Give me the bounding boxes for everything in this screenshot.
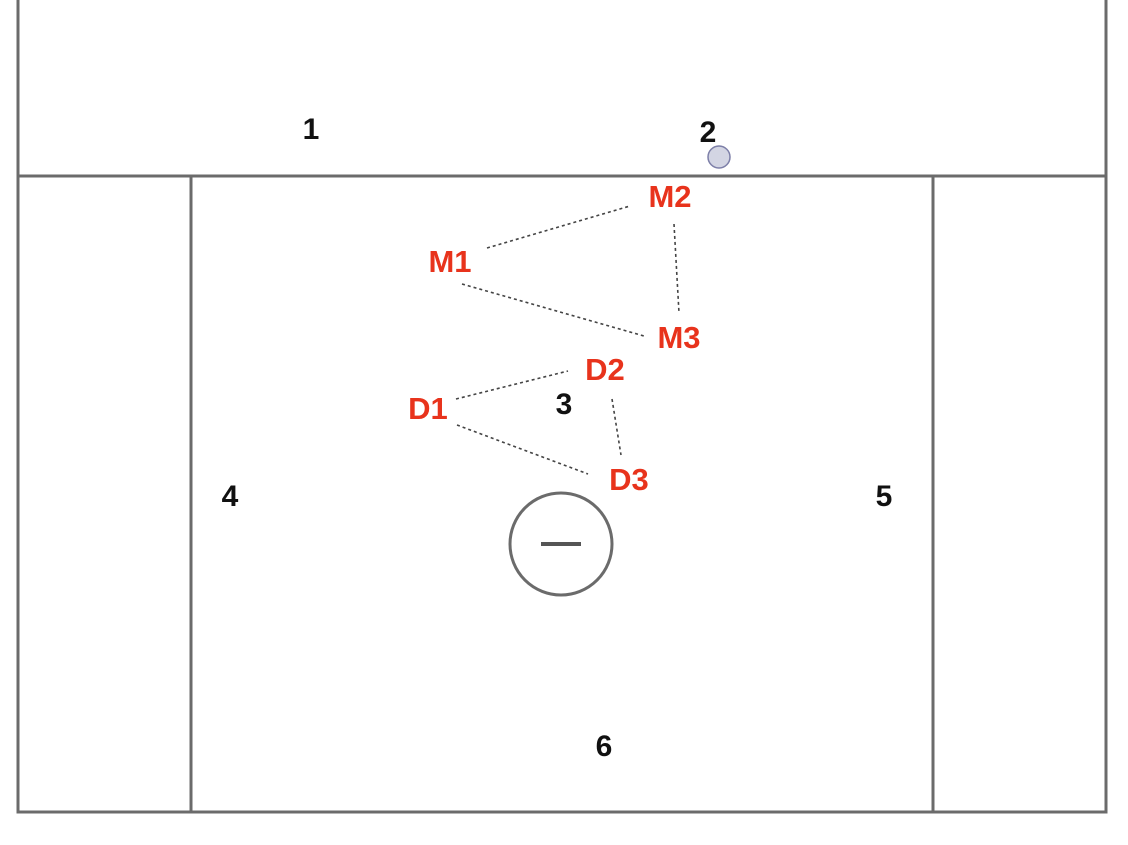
ball-icon bbox=[707, 145, 731, 169]
connection-m2-m3 bbox=[673, 223, 680, 314]
player-label-m2: M2 bbox=[648, 179, 691, 214]
zone-label-3: 3 bbox=[556, 388, 573, 421]
connection-d1-d3 bbox=[456, 424, 589, 475]
zone-label-6: 6 bbox=[596, 730, 613, 763]
connection-m1-m2 bbox=[486, 205, 631, 249]
player-label-m1: M1 bbox=[428, 244, 471, 279]
connection-d1-d2 bbox=[455, 370, 569, 400]
player-label-m3: M3 bbox=[657, 320, 700, 355]
defense-connections bbox=[455, 370, 622, 475]
midfield-connections bbox=[461, 205, 680, 337]
connection-m1-m3 bbox=[461, 283, 645, 337]
goal-crease-icon bbox=[508, 491, 614, 597]
player-label-d2: D2 bbox=[585, 352, 625, 387]
zone-label-4: 4 bbox=[222, 480, 239, 513]
player-label-d3: D3 bbox=[609, 462, 649, 497]
zone-label-5: 5 bbox=[876, 480, 893, 513]
zone-label-1: 1 bbox=[303, 113, 320, 146]
connection-d2-d3 bbox=[611, 398, 622, 456]
player-label-d1: D1 bbox=[408, 391, 448, 426]
zone-label-2: 2 bbox=[700, 116, 717, 149]
offensive-box bbox=[189, 174, 935, 814]
